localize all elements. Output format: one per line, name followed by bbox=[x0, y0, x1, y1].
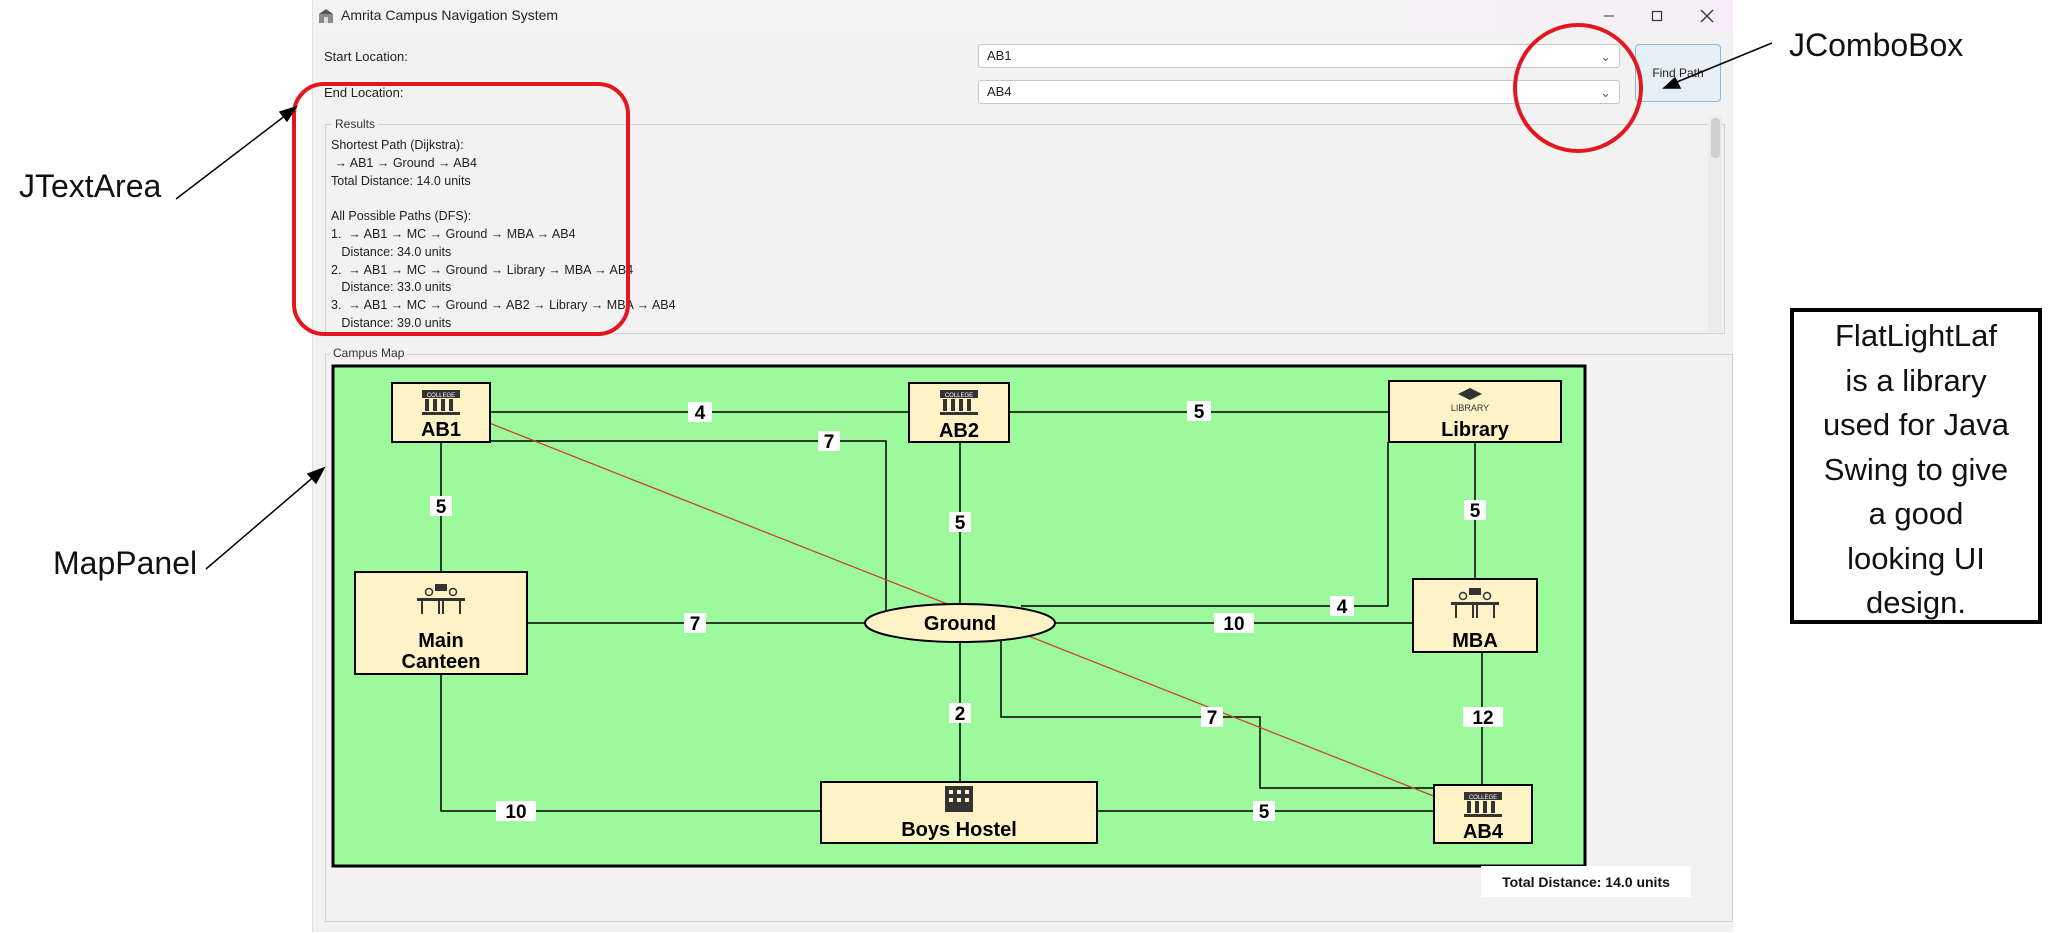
icon-caption: COLLEGE bbox=[1469, 795, 1497, 801]
close-icon[interactable] bbox=[1683, 0, 1731, 32]
end-location-combobox[interactable]: AB4 ⌄ bbox=[978, 80, 1620, 104]
results-textarea[interactable]: Shortest Path (Dijkstra): → AB1 → Ground… bbox=[331, 137, 676, 333]
edge-weight: 4 bbox=[1337, 597, 1348, 618]
info-line: Swing to give bbox=[1823, 451, 2009, 487]
node-label: AB2 bbox=[939, 420, 979, 442]
edge-library-ground bbox=[1021, 442, 1389, 607]
edge-weight: 5 bbox=[1470, 501, 1481, 522]
arrow-jtextarea bbox=[175, 111, 291, 200]
node-label: AB1 bbox=[421, 419, 461, 441]
node-label: AB4 bbox=[1463, 821, 1504, 843]
edge-weight: 5 bbox=[955, 513, 966, 534]
icon-caption: COLLEGE bbox=[945, 393, 973, 399]
edge-weight: 4 bbox=[695, 403, 706, 424]
results-line: Distance: 33.0 units bbox=[331, 280, 452, 295]
jtextarea-annotation: JTextArea bbox=[19, 168, 162, 204]
edge-weight: 2 bbox=[955, 704, 966, 725]
end-location-value: AB4 bbox=[987, 84, 1012, 99]
info-line: FlatLightLaf bbox=[1835, 318, 1997, 353]
info-line: is a library bbox=[1845, 362, 1987, 398]
node-ground[interactable]: Ground bbox=[864, 603, 1056, 643]
info-line: a good bbox=[1868, 496, 1964, 531]
arrowhead-icon bbox=[306, 466, 326, 485]
results-line: Total Distance: 14.0 units bbox=[331, 173, 471, 188]
edge-weight: 7 bbox=[824, 432, 835, 453]
campus-map-group bbox=[325, 354, 1733, 922]
edge-weight: 12 bbox=[1472, 708, 1493, 729]
node-library[interactable]: LIBRARY Library bbox=[1388, 380, 1562, 443]
results-line: All Possible Paths (DFS): bbox=[331, 209, 472, 224]
jcombobox-highlight-circle bbox=[1513, 23, 1643, 153]
node-label: MBA bbox=[1452, 630, 1498, 652]
graduation-cap-icon bbox=[1458, 388, 1482, 400]
edge-ground-ab4 bbox=[1000, 640, 1434, 789]
end-location-label: End Location: bbox=[324, 85, 404, 100]
results-line: Shortest Path (Dijkstra): bbox=[331, 138, 464, 152]
total-distance-label: Total Distance: 14.0 units bbox=[1481, 866, 1691, 897]
node-ab4[interactable]: COLLEGE AB4 bbox=[1433, 784, 1533, 844]
node-ab1[interactable]: COLLEGE AB1 bbox=[391, 382, 491, 443]
mappanel-annotation: MapPanel bbox=[53, 545, 198, 581]
info-line: used for Java bbox=[1822, 407, 2010, 442]
jtextarea-highlight-box bbox=[292, 82, 630, 336]
edge-canteen-hostel bbox=[440, 674, 821, 812]
edge-ab1-ground bbox=[491, 440, 887, 622]
results-line: 1. → AB1 → MC → Ground → MBA → AB4 bbox=[331, 226, 576, 241]
edge-weight: 10 bbox=[505, 802, 526, 823]
node-label: Boys Hostel bbox=[901, 819, 1017, 841]
node-label: Library bbox=[1441, 419, 1510, 441]
edge-weight: 5 bbox=[1259, 802, 1270, 823]
maximize-icon[interactable] bbox=[1633, 0, 1681, 32]
start-location-combobox[interactable]: AB1 ⌄ bbox=[978, 44, 1620, 68]
node-mba[interactable]: MBA bbox=[1412, 578, 1538, 653]
edge-weight: 10 bbox=[1223, 614, 1244, 635]
results-panel bbox=[325, 124, 1725, 334]
edge-weight: 7 bbox=[1207, 708, 1218, 729]
jcombobox-annotation: JComboBox bbox=[1789, 27, 1964, 63]
arrow-jcombobox bbox=[1671, 42, 1773, 85]
node-main-canteen[interactable]: Main Canteen bbox=[354, 571, 528, 675]
results-line: Distance: 39.0 units bbox=[331, 315, 452, 330]
edge-weight: 5 bbox=[1194, 402, 1205, 423]
flatlaf-info-box: FlatLightLaf is a library used for Java … bbox=[1790, 308, 2042, 624]
building-icon bbox=[945, 786, 973, 812]
icon-caption: COLLEGE bbox=[427, 393, 455, 399]
icon-caption: LIBRARY bbox=[1451, 403, 1489, 413]
edge-weight: 7 bbox=[690, 614, 701, 635]
arrow-mappanel bbox=[205, 473, 318, 570]
results-scrollbar[interactable] bbox=[1708, 116, 1722, 332]
node-label-line1: Main bbox=[418, 630, 464, 652]
window-title: Amrita Campus Navigation System bbox=[341, 7, 559, 23]
campus-map-legend: Campus Map bbox=[330, 346, 408, 360]
title-bar: Amrita Campus Navigation System bbox=[313, 0, 1733, 32]
info-line: design. bbox=[1866, 585, 1966, 620]
node-boys-hostel[interactable]: Boys Hostel bbox=[820, 781, 1098, 844]
chevron-down-icon: ⌄ bbox=[1600, 85, 1611, 100]
arrowhead-icon bbox=[1662, 76, 1682, 89]
results-line: Distance: 34.0 units bbox=[331, 244, 452, 259]
arrowhead-icon bbox=[278, 105, 298, 123]
results-line: → AB1 → Ground → AB4 bbox=[331, 155, 477, 170]
start-location-label: Start Location: bbox=[324, 49, 408, 64]
info-line: looking UI bbox=[1847, 540, 1985, 576]
results-line: 3. → AB1 → MC → Ground → AB2 → Library →… bbox=[331, 298, 676, 313]
chevron-down-icon: ⌄ bbox=[1600, 49, 1611, 64]
start-location-value: AB1 bbox=[987, 48, 1012, 63]
java-app-icon bbox=[319, 9, 333, 23]
results-scrollbar-thumb[interactable] bbox=[1711, 118, 1720, 158]
node-label: Ground bbox=[924, 613, 996, 635]
edge-weight: 5 bbox=[436, 497, 447, 518]
results-legend: Results bbox=[332, 117, 379, 131]
minimize-icon[interactable] bbox=[1585, 0, 1633, 32]
node-ab2[interactable]: COLLEGE AB2 bbox=[908, 382, 1010, 443]
node-label-line2: Canteen bbox=[402, 651, 481, 673]
